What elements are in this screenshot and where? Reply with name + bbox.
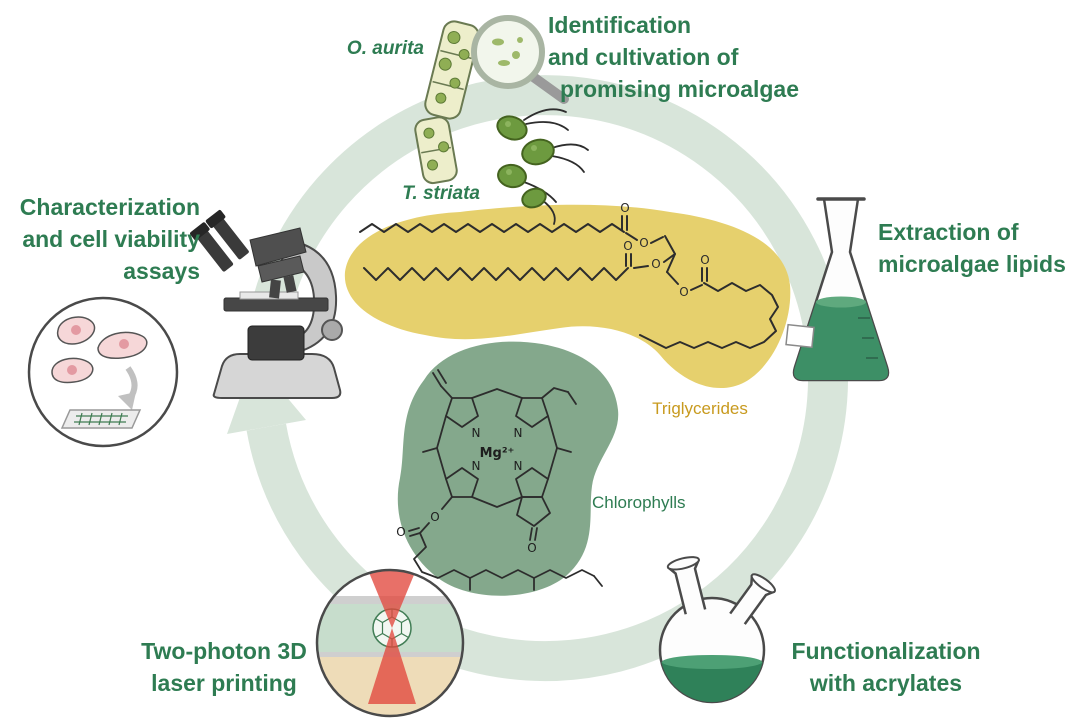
triglycerides-label: Triglycerides — [652, 399, 748, 418]
magnifier-icon — [471, 15, 569, 104]
oxygen-atom-label: O — [623, 239, 632, 253]
round-bottom-flask-icon — [658, 556, 776, 704]
magnesium-ion-label: Mg²⁺ — [480, 446, 515, 461]
cell-viability-icon — [27, 296, 179, 448]
step-label-line: Identification — [548, 12, 691, 38]
oxygen-atom-label: O — [700, 253, 709, 267]
step-functionalization-label: Functionalization with acrylates — [791, 638, 980, 696]
eyepieces-icon — [190, 210, 249, 272]
oxygen-atom-label: O — [639, 236, 648, 250]
nitrogen-atom-label: N — [472, 459, 481, 473]
step-label-line: promising microalgae — [560, 76, 799, 102]
step-label-line: Two-photon 3D — [141, 638, 307, 664]
nitrogen-atom-label: N — [472, 426, 481, 440]
step-identification-label: Identification and cultivation of promis… — [548, 12, 799, 102]
nitrogen-atom-label: N — [514, 459, 523, 473]
organism-label-t-striata: T. striata — [402, 183, 480, 204]
oxygen-atom-label: O — [396, 525, 405, 539]
flagellate-cells-icon — [496, 108, 589, 225]
diatom-chain-icon — [414, 116, 458, 185]
step-characterization-label: Characterization and cell viability assa… — [20, 194, 200, 284]
laser-beam-upper — [368, 570, 416, 628]
oxygen-atom-label: O — [651, 257, 660, 271]
down-arrow-icon — [118, 392, 136, 410]
chlorophylls-label: Chlorophylls — [592, 493, 686, 512]
step-label-line: Extraction of — [878, 219, 1019, 245]
flask-liquid — [661, 662, 763, 703]
organism-label-o-aurita: O. aurita — [347, 38, 425, 59]
triglyceride-structure: O O O O O O — [344, 201, 791, 389]
step-label-line: microalgae lipids — [878, 251, 1066, 277]
laser-printing-icon — [315, 568, 465, 718]
nitrogen-atom-label: N — [514, 426, 523, 440]
step-label-line: Characterization — [20, 194, 200, 220]
step-label-line: assays — [123, 258, 200, 284]
erlenmeyer-flask-icon — [785, 197, 890, 382]
step-label-line: Functionalization — [791, 638, 980, 664]
chlorophyll-blob — [397, 341, 619, 596]
step-label-line: with acrylates — [809, 670, 962, 696]
oxygen-atom-label: O — [527, 541, 536, 555]
oxygen-atom-label: O — [430, 510, 439, 524]
microscope-icon — [190, 210, 343, 399]
diatom-chain-icon — [424, 20, 480, 120]
flask-liquid — [794, 302, 888, 380]
step-label-line: and cultivation of — [548, 44, 739, 70]
oxygen-atom-label: O — [679, 285, 688, 299]
step-laser-printing-label: Two-photon 3D laser printing — [141, 638, 307, 696]
step-label-line: and cell viability — [22, 226, 200, 252]
step-label-line: laser printing — [151, 670, 297, 696]
laser-beam-lower — [368, 628, 416, 704]
chlorophyll-structure: O N N N N Mg²⁺ O O — [396, 341, 619, 596]
step-extraction-label: Extraction of microalgae lipids — [878, 219, 1066, 277]
microalgae-illustration — [414, 15, 589, 225]
oxygen-atom-label: O — [620, 201, 629, 215]
